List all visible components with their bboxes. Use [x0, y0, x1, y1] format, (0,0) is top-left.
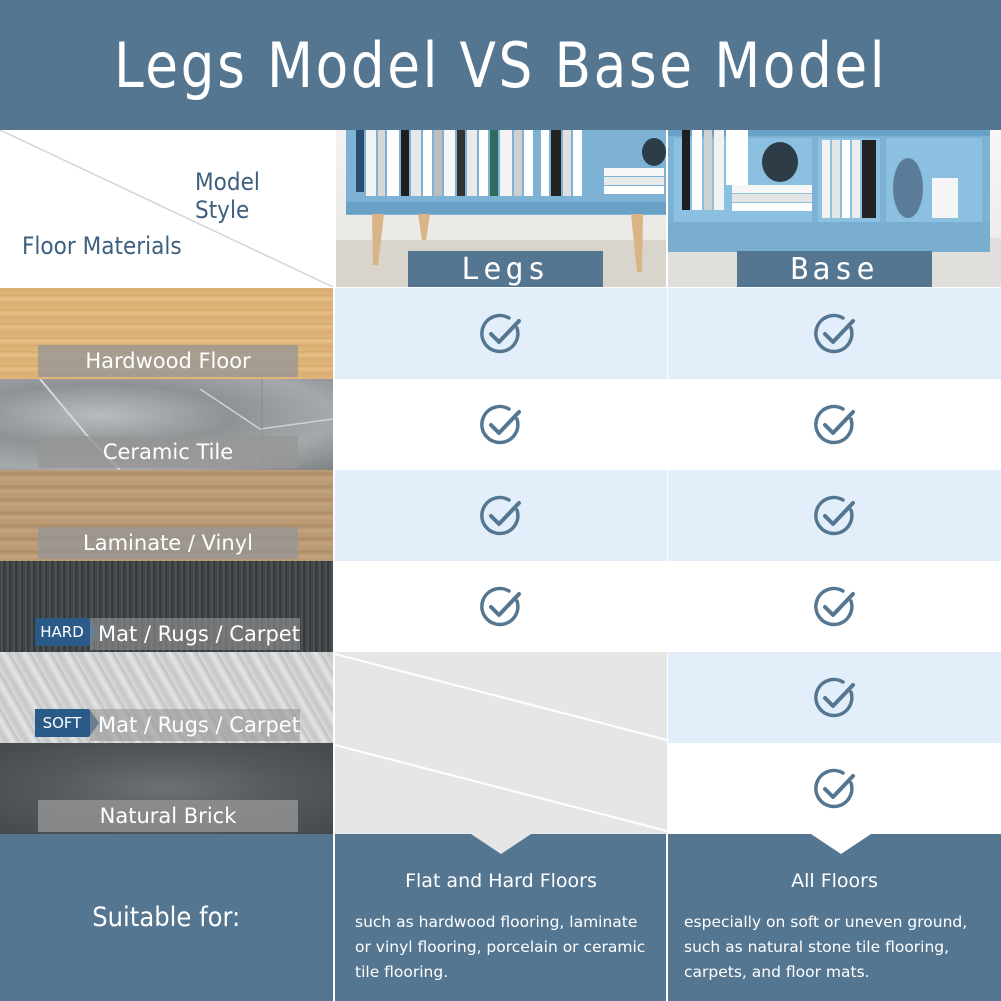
title-banner: Legs Model VS Base Model — [0, 0, 1001, 130]
table-row: HARD Mat / Rugs / Carpet — [0, 561, 1001, 652]
legs-model-image: Legs — [336, 130, 666, 287]
floor-materials-label: Floor Materials — [22, 232, 182, 260]
check-circle-icon — [813, 586, 855, 626]
diagonal-divider — [0, 130, 333, 287]
check-circle-icon — [480, 586, 521, 626]
base-suitability: All Floors especially on soft or uneven … — [668, 834, 1001, 1001]
corner-cell: Model Style Floor Materials — [0, 130, 333, 287]
footer-divider — [666, 834, 668, 1001]
legs-suitability-description: such as hardwood flooring, laminate or v… — [355, 913, 646, 981]
check-circle-icon — [813, 404, 855, 444]
base-cell — [668, 743, 1001, 834]
base-cabinet-illustration — [668, 130, 1001, 287]
material-label: Mat / Rugs / Carpet — [90, 709, 300, 741]
material-label: Laminate / Vinyl — [38, 527, 298, 559]
legs-cell — [335, 379, 667, 470]
legs-column-header: Legs — [408, 251, 603, 287]
legs-cell — [335, 470, 667, 561]
base-cell — [668, 288, 1001, 379]
base-cell — [668, 652, 1001, 743]
check-circle-icon — [813, 677, 855, 717]
table-row: Natural Brick — [0, 743, 1001, 834]
not-supported-slash — [335, 653, 667, 741]
material-label: Hardwood Floor — [38, 345, 298, 377]
check-circle-icon — [813, 768, 855, 808]
base-suitability-description: especially on soft or uneven ground, suc… — [684, 913, 968, 981]
table-header: Model Style Floor Materials — [0, 130, 1001, 287]
footer-label-cell: Suitable for: — [0, 834, 333, 1001]
pointer-notch — [471, 834, 531, 854]
table-row: Laminate / Vinyl — [0, 470, 1001, 561]
hard-tag: HARD — [35, 618, 99, 646]
base-cell — [668, 470, 1001, 561]
base-column-header: Base — [737, 251, 932, 287]
legs-cell-unsupported — [335, 652, 667, 743]
suitable-for-label: Suitable for: — [92, 902, 241, 933]
base-suitability-title: All Floors — [791, 870, 878, 892]
footer-divider — [333, 834, 335, 1001]
material-label: Ceramic Tile — [38, 436, 298, 468]
suitable-for-footer: Suitable for: Flat and Hard Floors such … — [0, 834, 1001, 1001]
pointer-notch — [811, 834, 871, 854]
base-cell — [668, 379, 1001, 470]
material-label: Natural Brick — [38, 800, 298, 832]
hardwood-floor-swatch: Hardwood Floor — [0, 288, 333, 379]
table-row: Hardwood Floor — [0, 288, 1001, 379]
legs-suitability-title: Flat and Hard Floors — [405, 870, 597, 892]
legs-cabinet-illustration — [336, 130, 666, 287]
hard-carpet-swatch: HARD Mat / Rugs / Carpet — [0, 561, 333, 652]
base-model-image: Base — [668, 130, 1001, 287]
base-cell — [668, 561, 1001, 652]
table-row: SOFT Mat / Rugs / Carpet — [0, 652, 1001, 743]
model-style-label: Model Style — [195, 168, 260, 224]
check-circle-icon — [813, 495, 855, 535]
natural-brick-swatch: Natural Brick — [0, 743, 333, 834]
check-circle-icon — [480, 313, 521, 353]
legs-suitability: Flat and Hard Floors such as hardwood fl… — [335, 834, 667, 1001]
not-supported-slash — [335, 744, 667, 832]
page-title: Legs Model VS Base Model — [113, 28, 888, 102]
material-label: Mat / Rugs / Carpet — [90, 618, 300, 650]
laminate-vinyl-swatch: Laminate / Vinyl — [0, 470, 333, 561]
soft-tag: SOFT — [35, 709, 99, 737]
legs-cell-unsupported — [335, 743, 667, 834]
soft-carpet-swatch: SOFT Mat / Rugs / Carpet — [0, 652, 333, 743]
check-circle-icon — [813, 313, 855, 353]
legs-cell — [335, 561, 667, 652]
check-circle-icon — [480, 404, 521, 444]
ceramic-tile-swatch: Ceramic Tile — [0, 379, 333, 470]
legs-cell — [335, 288, 667, 379]
check-circle-icon — [480, 495, 521, 535]
table-row: Ceramic Tile — [0, 379, 1001, 470]
